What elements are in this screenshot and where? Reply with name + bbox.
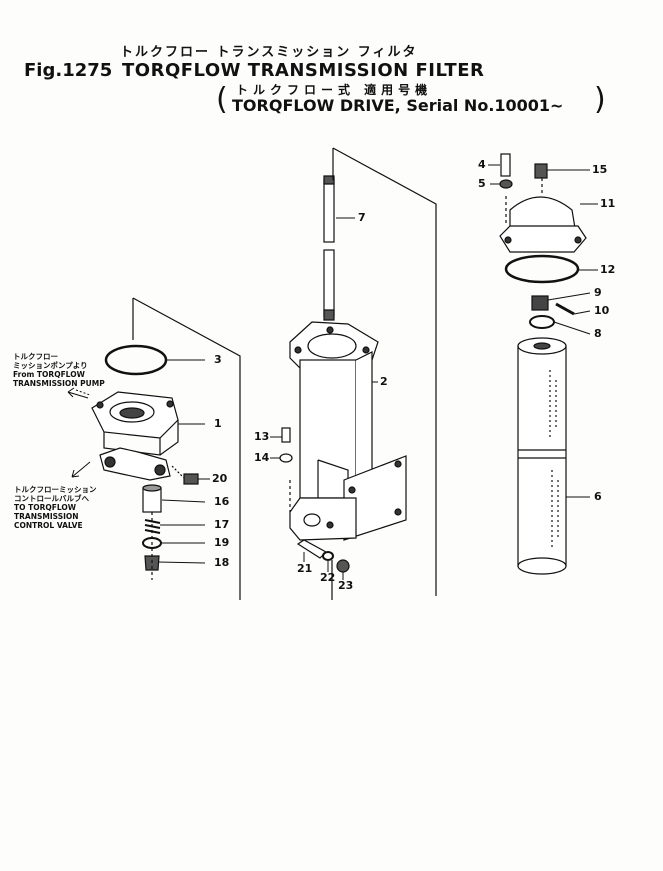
callout-23: 23	[338, 579, 354, 592]
note-line: CONTROL VALVE	[14, 521, 83, 530]
callout-13: 13	[254, 430, 270, 443]
bolt-21	[296, 539, 327, 559]
callout-9: 9	[594, 286, 602, 299]
bolt-4	[500, 153, 511, 177]
note-line: ミッションポンプより	[13, 361, 88, 370]
callout-16: 16	[214, 495, 230, 508]
callout-20: 20	[212, 472, 228, 485]
o-ring-3	[104, 344, 168, 376]
to-valve-note: トルクフローミッション コントロールバルブへ TO TORQFLOW TRANS…	[14, 485, 97, 530]
callout-11: 11	[600, 197, 616, 210]
figure-number: Fig.1275	[24, 60, 113, 81]
callout-18: 18	[214, 556, 230, 569]
callout-6: 6	[594, 490, 602, 503]
valve-16	[142, 484, 162, 513]
pipe-7	[323, 175, 335, 321]
callout-3: 3	[214, 353, 222, 366]
cover-11	[499, 196, 587, 253]
callout-21: 21	[297, 562, 313, 575]
callout-leaders	[157, 164, 598, 580]
callout-15: 15	[592, 163, 608, 176]
note-line: From TORQFLOW	[13, 370, 85, 379]
callout-22: 22	[320, 571, 336, 584]
washer-5	[499, 179, 513, 189]
o-ring-12	[504, 254, 580, 284]
flow-in-arrow	[67, 387, 91, 399]
washer-8	[529, 315, 555, 329]
note-line: TRANSMISSION PUMP	[13, 379, 105, 388]
paren-close: )	[594, 82, 606, 117]
callout-4: 4	[478, 158, 486, 171]
note-line: TRANSMISSION	[14, 512, 79, 521]
paren-open: (	[216, 82, 228, 117]
callout-14: 14	[254, 451, 270, 464]
note-line: コントロールバルブへ	[14, 494, 89, 503]
callout-7: 7	[358, 211, 366, 224]
japanese-title: トルクフロー トランスミッション フィルタ	[120, 45, 418, 60]
filter-head-body	[91, 297, 241, 600]
callout-1: 1	[214, 417, 222, 430]
washer-22	[322, 551, 334, 561]
callout-10: 10	[594, 304, 610, 317]
callout-2: 2	[380, 375, 388, 388]
leader-line	[332, 147, 437, 596]
bolt-13	[281, 427, 291, 443]
from-pump-note: トルクフロー ミッションポンプより From TORQFLOW TRANSMIS…	[13, 352, 105, 388]
english-title: TORQFLOW TRANSMISSION FILTER	[122, 60, 485, 81]
pin-10	[555, 302, 575, 316]
plug-15	[534, 163, 548, 179]
filter-housing-2	[289, 321, 407, 541]
callout-19: 19	[214, 536, 230, 549]
english-subtitle: TORQFLOW DRIVE, Serial No.10001~	[232, 96, 564, 115]
callout-17: 17	[214, 518, 230, 531]
flow-out-arrow	[71, 461, 91, 478]
washer-14	[279, 453, 293, 463]
plug-20	[171, 465, 199, 485]
note-line: TO TORQFLOW	[14, 503, 77, 512]
note-line: トルクフロー	[13, 352, 58, 361]
callout-12: 12	[600, 263, 616, 276]
filter-element-6	[517, 337, 567, 575]
nut-9	[531, 295, 549, 311]
note-line: トルクフローミッション	[14, 485, 97, 494]
callout-8: 8	[594, 327, 602, 340]
nut-23	[336, 559, 350, 573]
callout-5: 5	[478, 177, 486, 190]
japanese-subtitle: トルクフロー式 適用号機	[236, 83, 433, 97]
